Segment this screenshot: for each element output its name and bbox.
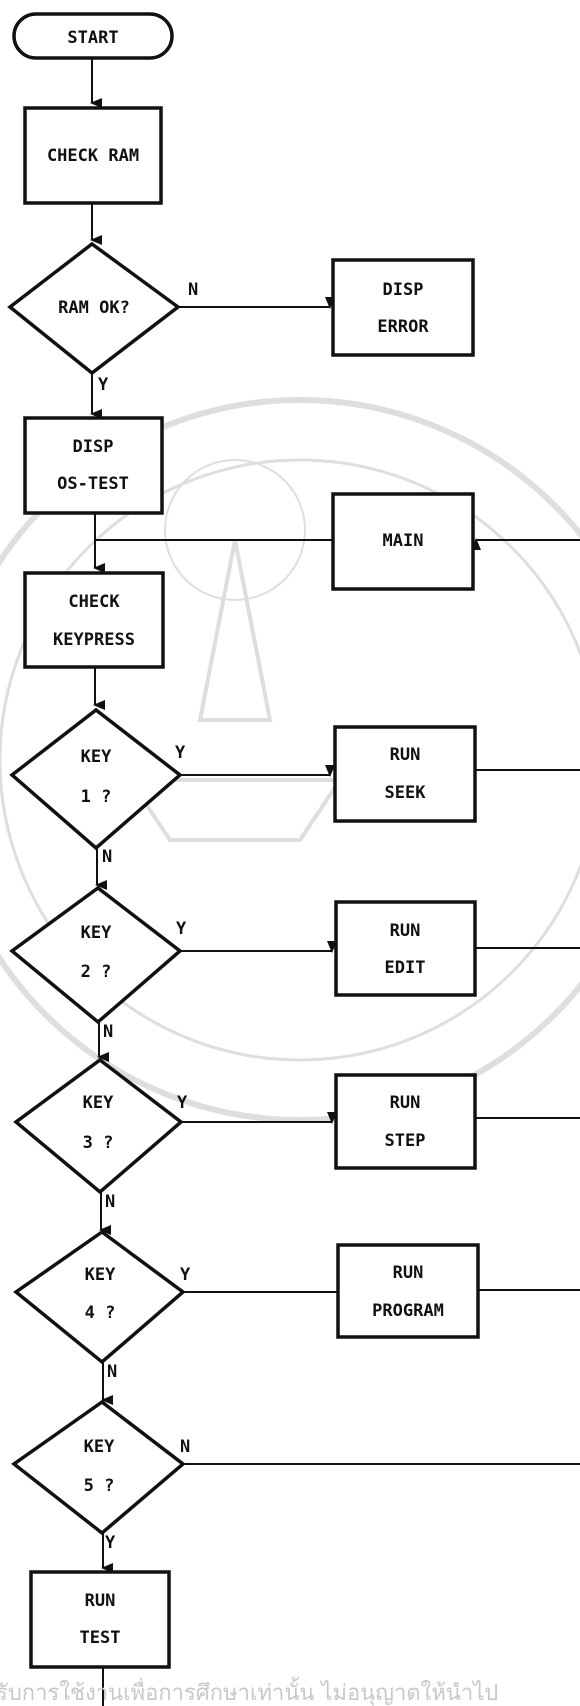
ram-ok-no-label: N: [188, 280, 198, 300]
key4-decision: KEY 4 ?: [13, 1229, 186, 1365]
start-terminator: START: [12, 12, 174, 60]
disp-os-test-box: DISP OS-TEST: [23, 416, 164, 515]
key2-yes-label: Y: [176, 919, 187, 939]
ram-ok-label: RAM OK?: [58, 298, 130, 318]
run-edit-line2: EDIT: [385, 958, 426, 978]
check-keypress-box: CHECK KEYPRESS: [23, 571, 165, 669]
key1-line1: KEY: [81, 747, 112, 767]
run-program-line2: PROGRAM: [372, 1301, 444, 1321]
connectors: [90, 58, 580, 1706]
key1-decision: KEY 1 ?: [9, 707, 183, 851]
disp-error-line2: ERROR: [377, 317, 429, 337]
run-test-line2: TEST: [80, 1628, 121, 1648]
ram-ok-yes-label: Y: [98, 375, 109, 395]
key2-line1: KEY: [81, 923, 112, 943]
check-ram-label: CHECK RAM: [47, 146, 139, 166]
key1-no-label: N: [102, 847, 112, 867]
main-box: MAIN: [331, 492, 475, 591]
key3-line2: 3 ?: [83, 1133, 114, 1153]
key1-line2: 1 ?: [81, 787, 112, 807]
key5-decision: KEY 5 ?: [11, 1399, 186, 1536]
key3-decision: KEY 3 ?: [13, 1057, 184, 1195]
run-edit-box: RUN EDIT: [334, 900, 477, 997]
key5-line2: 5 ?: [84, 1476, 115, 1496]
check-keypress-line1: CHECK: [68, 592, 120, 612]
check-keypress-line2: KEYPRESS: [53, 630, 135, 650]
key3-line1: KEY: [83, 1093, 114, 1113]
key4-yes-label: Y: [180, 1265, 191, 1285]
run-program-box: RUN PROGRAM: [336, 1243, 480, 1339]
watermark-footer: รับการใช้งานเพื่อการศึกษาเท่านั้น ไม่อนุ…: [0, 1677, 498, 1706]
start-label: START: [67, 28, 118, 48]
key2-line2: 2 ?: [81, 962, 112, 982]
run-seek-line1: RUN: [390, 745, 421, 765]
check-ram-box: CHECK RAM: [23, 106, 163, 205]
key4-line1: KEY: [85, 1265, 116, 1285]
watermark-seal: [0, 397, 580, 1123]
key3-no-label: N: [105, 1192, 115, 1212]
ram-ok-decision: RAM OK?: [7, 241, 181, 376]
run-step-line2: STEP: [385, 1131, 426, 1151]
key5-yes-label: Y: [105, 1533, 116, 1553]
run-seek-box: RUN SEEK: [333, 725, 477, 823]
key2-no-label: N: [103, 1022, 113, 1042]
key1-yes-label: Y: [175, 743, 186, 763]
disp-os-test-line2: OS-TEST: [57, 474, 129, 494]
key2-decision: KEY 2 ?: [9, 885, 183, 1025]
run-test-line1: RUN: [85, 1591, 116, 1611]
key5-line1: KEY: [84, 1437, 115, 1457]
key4-no-label: N: [107, 1362, 117, 1382]
run-seek-line2: SEEK: [385, 783, 427, 803]
disp-error-line1: DISP: [383, 280, 424, 300]
key4-line2: 4 ?: [85, 1303, 116, 1323]
disp-os-test-line1: DISP: [73, 437, 114, 457]
run-program-line1: RUN: [393, 1263, 424, 1283]
key3-yes-label: Y: [177, 1093, 188, 1113]
main-label: MAIN: [383, 531, 424, 551]
run-step-line1: RUN: [390, 1093, 421, 1113]
key5-no-label: N: [180, 1437, 190, 1457]
run-step-box: RUN STEP: [334, 1073, 477, 1170]
run-edit-line1: RUN: [390, 921, 421, 941]
disp-error-box: DISP ERROR: [331, 258, 475, 357]
run-test-box: RUN TEST: [29, 1570, 171, 1669]
